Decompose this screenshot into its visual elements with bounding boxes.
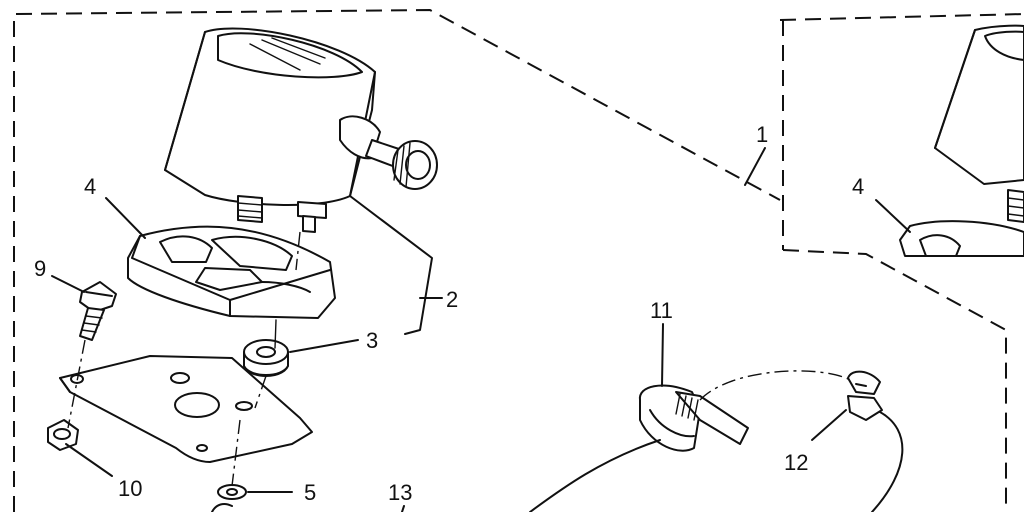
- nut: [47, 419, 79, 451]
- cable-band: [638, 384, 749, 452]
- callout-13: 13: [388, 480, 412, 505]
- assembly-frame-right: [779, 13, 1024, 512]
- callout-4: 4: [84, 174, 96, 199]
- callout-5: 5: [304, 480, 316, 505]
- clamp: [847, 370, 883, 421]
- callout-9: 9: [34, 256, 46, 281]
- leader-lines: [51, 147, 911, 512]
- meter-housing-duplicate: [899, 24, 1024, 257]
- callout-3: 3: [366, 328, 378, 353]
- meter-housing: [164, 27, 438, 233]
- callout-10: 10: [118, 476, 142, 501]
- callout-11: 11: [650, 298, 673, 323]
- callout-2: 2: [446, 287, 458, 312]
- wire-harness: [529, 370, 904, 512]
- callout-12: 12: [784, 450, 808, 475]
- callout-1: 1: [756, 122, 768, 147]
- assembly-axis-lines: [67, 231, 301, 487]
- callout-4-duplicate: 4: [852, 174, 864, 199]
- callout-labels: 1 2 3 4 5 9 10 11 12 13 4: [34, 122, 864, 505]
- washer: [211, 484, 247, 512]
- rubber-cushion: [127, 225, 336, 319]
- grommet: [243, 319, 289, 377]
- bracket-plate: [59, 355, 313, 463]
- bolt: [79, 281, 117, 341]
- assembly-frame-left: [13, 8, 781, 512]
